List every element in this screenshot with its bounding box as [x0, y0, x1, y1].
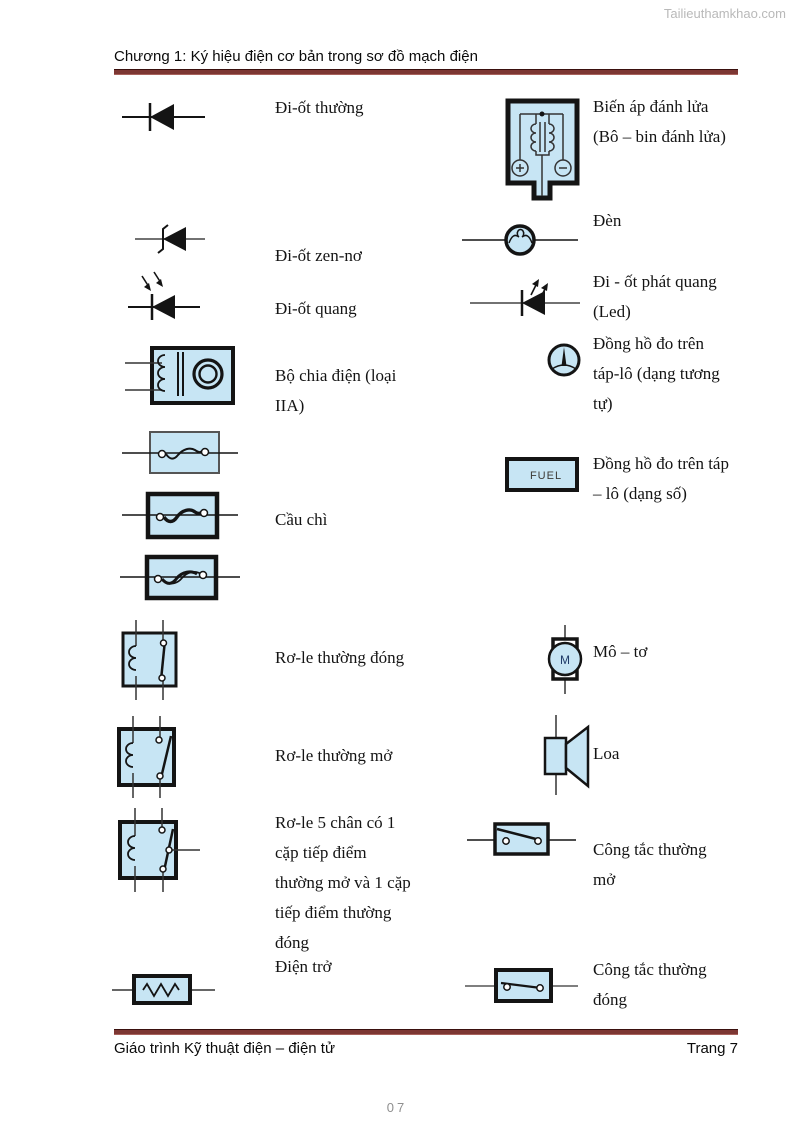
speaker-icon [543, 715, 590, 795]
fuse-label: Cầu chì [275, 510, 328, 529]
diode-icon [122, 103, 205, 131]
led-icon [470, 279, 580, 316]
photo-diode-label: Đi-ốt quang [275, 299, 357, 318]
lamp-icon [462, 224, 578, 256]
digital-dash-gauge-label: Đồng hồ đo trên táp – lô (dạng số) [593, 454, 729, 503]
ignition-coil-label: Biến áp đánh lửa (Bô – bin đánh lửa) [593, 97, 726, 146]
page-title: Chương 1: Ký hiệu điện cơ bản trong sơ đ… [114, 48, 478, 65]
relay-normally-open-label: Rơ-le thường mở [275, 746, 393, 765]
zener-diode-icon [135, 224, 205, 254]
switch-normally-closed-label: Công tắc thường đóng [593, 960, 707, 1009]
watermark: Tailieuthamkhao.com [663, 6, 786, 21]
ignition-coil-icon [505, 98, 580, 201]
switch-normally-open-label: Công tắc thường mở [593, 840, 707, 889]
distributor-label: Bộ chia điện (loại IIA) [275, 366, 397, 415]
relay-normally-closed-label: Rơ-le thường đóng [275, 648, 405, 667]
page-number: 07 [386, 1100, 408, 1115]
led-label: Đi - ốt phát quang (Led) [593, 272, 717, 321]
relay-normally-closed-icon [121, 620, 178, 700]
motor-letter: M [560, 653, 570, 667]
diode-label: Đi-ốt thường [275, 98, 364, 117]
motor-label: Mô – tơ [593, 642, 648, 661]
footer-page-label: Trang 7 [686, 1040, 738, 1057]
distributor-icon [125, 346, 235, 405]
lamp-label: Đèn [593, 211, 622, 230]
switch-normally-closed-icon [465, 968, 578, 1003]
motor-icon: M [547, 625, 583, 694]
speaker-label: Loa [593, 744, 620, 763]
zener-diode-label: Đi-ốt zen-nơ [275, 246, 362, 265]
analog-dash-gauge-label: Đồng hồ đo trên táp-lô (dạng tương tự) [593, 334, 720, 413]
relay-5-pin-icon [118, 808, 200, 892]
relay-5-pin-label: Rơ-le 5 chân có 1 cặp tiếp điểm thường m… [275, 813, 411, 952]
relay-normally-open-icon [117, 716, 176, 798]
photo-diode-icon [128, 271, 200, 320]
footer-book-title: Giáo trình Kỹ thuật điện – điện tử [114, 1040, 336, 1057]
footer-rule [114, 1029, 738, 1035]
analog-dash-gauge-icon [547, 343, 581, 377]
header-rule [114, 69, 738, 75]
fuse-icon [120, 431, 240, 601]
switch-normally-open-icon [467, 822, 576, 856]
digital-dash-gauge-icon: FUEL [505, 457, 579, 492]
resistor-label: Điện trở [275, 957, 332, 976]
resistor-icon [112, 974, 215, 1005]
gauge-fuel-text: FUEL [530, 470, 562, 482]
